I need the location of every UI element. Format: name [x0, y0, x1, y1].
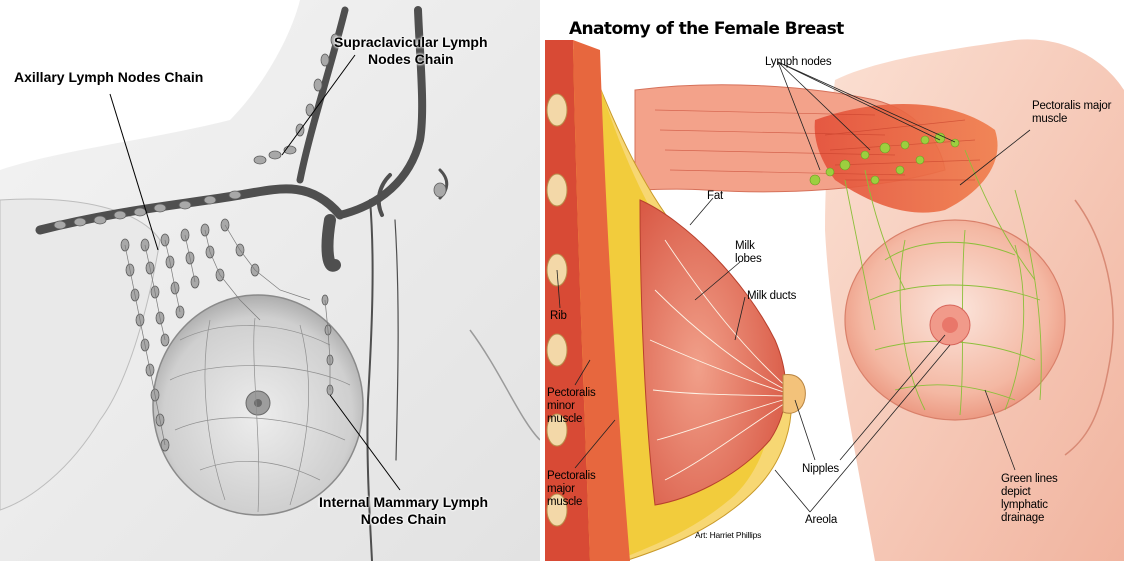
label-milk-ducts: Milk ducts — [747, 290, 796, 303]
right-illustration-panel: Anatomy of the Female Breast Lymph nodes… — [545, 0, 1124, 561]
label-internal-mammary-lymph-nodes: Internal Mammary Lymph Nodes Chain — [319, 494, 488, 528]
label-nipples: Nipples — [802, 463, 839, 476]
cross-section-nipple — [783, 375, 805, 414]
label-fat: Fat — [707, 190, 723, 203]
label-milk-lobes: Milk lobes — [735, 240, 762, 266]
label-pectoralis-major-front: Pectoralis major muscle — [1032, 100, 1111, 126]
front-nipple — [942, 317, 958, 333]
label-green-lines: Green lines depict lymphatic drainage — [1001, 473, 1058, 525]
left-illustration-panel: Axillary Lymph Nodes Chain Supraclavicul… — [0, 0, 540, 561]
label-pectoralis-minor: Pectoralis minor muscle — [547, 387, 596, 426]
artist-credit: Art: Harriet Phillips — [695, 529, 761, 542]
label-supraclavicular-lymph-nodes: Supraclavicular Lymph Nodes Chain — [334, 34, 488, 68]
label-rib: Rib — [550, 310, 567, 323]
label-pectoralis-major-section: Pectoralis major muscle — [547, 470, 596, 509]
diagram-title: Anatomy of the Female Breast — [569, 19, 844, 39]
label-areola: Areola — [805, 514, 837, 527]
label-axillary-lymph-nodes: Axillary Lymph Nodes Chain — [14, 69, 203, 86]
label-lymph-nodes: Lymph nodes — [765, 56, 831, 69]
